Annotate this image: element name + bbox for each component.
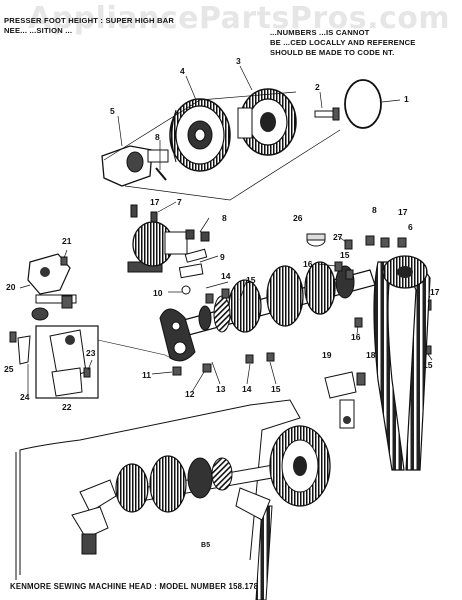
callout-18: 18 <box>366 350 376 360</box>
main-shaft <box>164 261 376 341</box>
callout-19: 19 <box>322 350 332 360</box>
stitch-cam-20 <box>27 253 77 321</box>
callout-22: 22 <box>62 402 72 412</box>
machine-head-outline <box>15 399 301 580</box>
callout-14-top: 14 <box>221 271 231 281</box>
note-left-line2: NEE... ...SITION ... <box>4 26 73 35</box>
callout-17-top: 17 <box>398 207 408 217</box>
callout-11: 11 <box>142 370 151 380</box>
upper-belt-pulley <box>382 255 428 289</box>
note-right-line2: BE ...CED LOCALLY AND REFERENCE <box>270 38 416 47</box>
callout-25: 25 <box>4 364 14 374</box>
timing-belt <box>373 257 431 471</box>
callout-15-far: 15 <box>423 360 433 370</box>
note-left-line1: PRESSER FOOT HEIGHT : SUPER HIGH BAR <box>4 16 175 25</box>
callout-13: 13 <box>216 384 226 394</box>
callout-17-right: 17 <box>430 287 440 297</box>
gear-pulley-4 <box>169 98 231 172</box>
callout-21: 21 <box>62 236 72 246</box>
screw-group-middle <box>130 204 432 376</box>
callout-16-right: 16 <box>351 332 361 342</box>
eccentric-crank <box>159 308 196 362</box>
callout-3: 3 <box>236 56 241 66</box>
callout-1: 1 <box>404 94 409 104</box>
bottom-shaft-assembly <box>115 425 331 513</box>
bracket-18-19 <box>324 371 366 429</box>
callout-27: 27 <box>333 232 343 242</box>
note-right-line3: SHOULD BE MADE TO CODE NT. <box>270 48 395 57</box>
callout-5: 5 <box>110 106 115 116</box>
gear-pulley-3 <box>237 88 297 156</box>
callout-9: 9 <box>220 252 225 262</box>
callout-12: 12 <box>185 389 195 399</box>
callout-8-mid: 8 <box>222 213 227 223</box>
callout-8-right: 8 <box>372 205 377 215</box>
callout-8-top: 8 <box>155 132 160 142</box>
bottom-linkages <box>71 479 271 555</box>
callout-23: 23 <box>86 348 96 358</box>
callout-15-r: 15 <box>340 250 350 260</box>
callout-16-mid: 16 <box>303 259 313 269</box>
bottom-belt <box>255 505 273 600</box>
footer-caption: KENMORE SEWING MACHINE HEAD : MODEL NUMB… <box>10 582 267 591</box>
small-collar-26 <box>306 233 326 247</box>
callout-2: 2 <box>315 82 320 92</box>
bracket-5 <box>101 145 169 187</box>
corner-mark: B5 <box>201 542 211 549</box>
callout-26: 26 <box>293 213 303 223</box>
callout-7: 7 <box>177 197 182 207</box>
callout-labels: 4 3 2 1 5 8 7 8 9 14 10 15 26 16 27 15 8… <box>4 56 440 412</box>
cap-screw-2 <box>314 107 340 121</box>
watermark: AppliancePartsPros.com <box>28 1 451 36</box>
callout-17-left: 17 <box>150 197 160 207</box>
belt-ring-1 <box>344 79 401 129</box>
callout-15-mid: 15 <box>246 275 256 285</box>
callout-6: 6 <box>408 222 413 232</box>
callout-24: 24 <box>20 392 30 402</box>
link-assembly-22 <box>9 325 99 399</box>
callout-14-bottom: 14 <box>242 384 252 394</box>
left-gear-assembly <box>127 221 188 273</box>
callout-4: 4 <box>180 66 185 76</box>
note-right-line1: ...NUMBERS ...IS CANNOT <box>270 28 370 37</box>
callout-15-bottom: 15 <box>271 384 281 394</box>
plate-14 <box>178 248 208 279</box>
callout-20: 20 <box>6 282 16 292</box>
callout-10: 10 <box>153 288 163 298</box>
leader-lines <box>19 65 433 394</box>
